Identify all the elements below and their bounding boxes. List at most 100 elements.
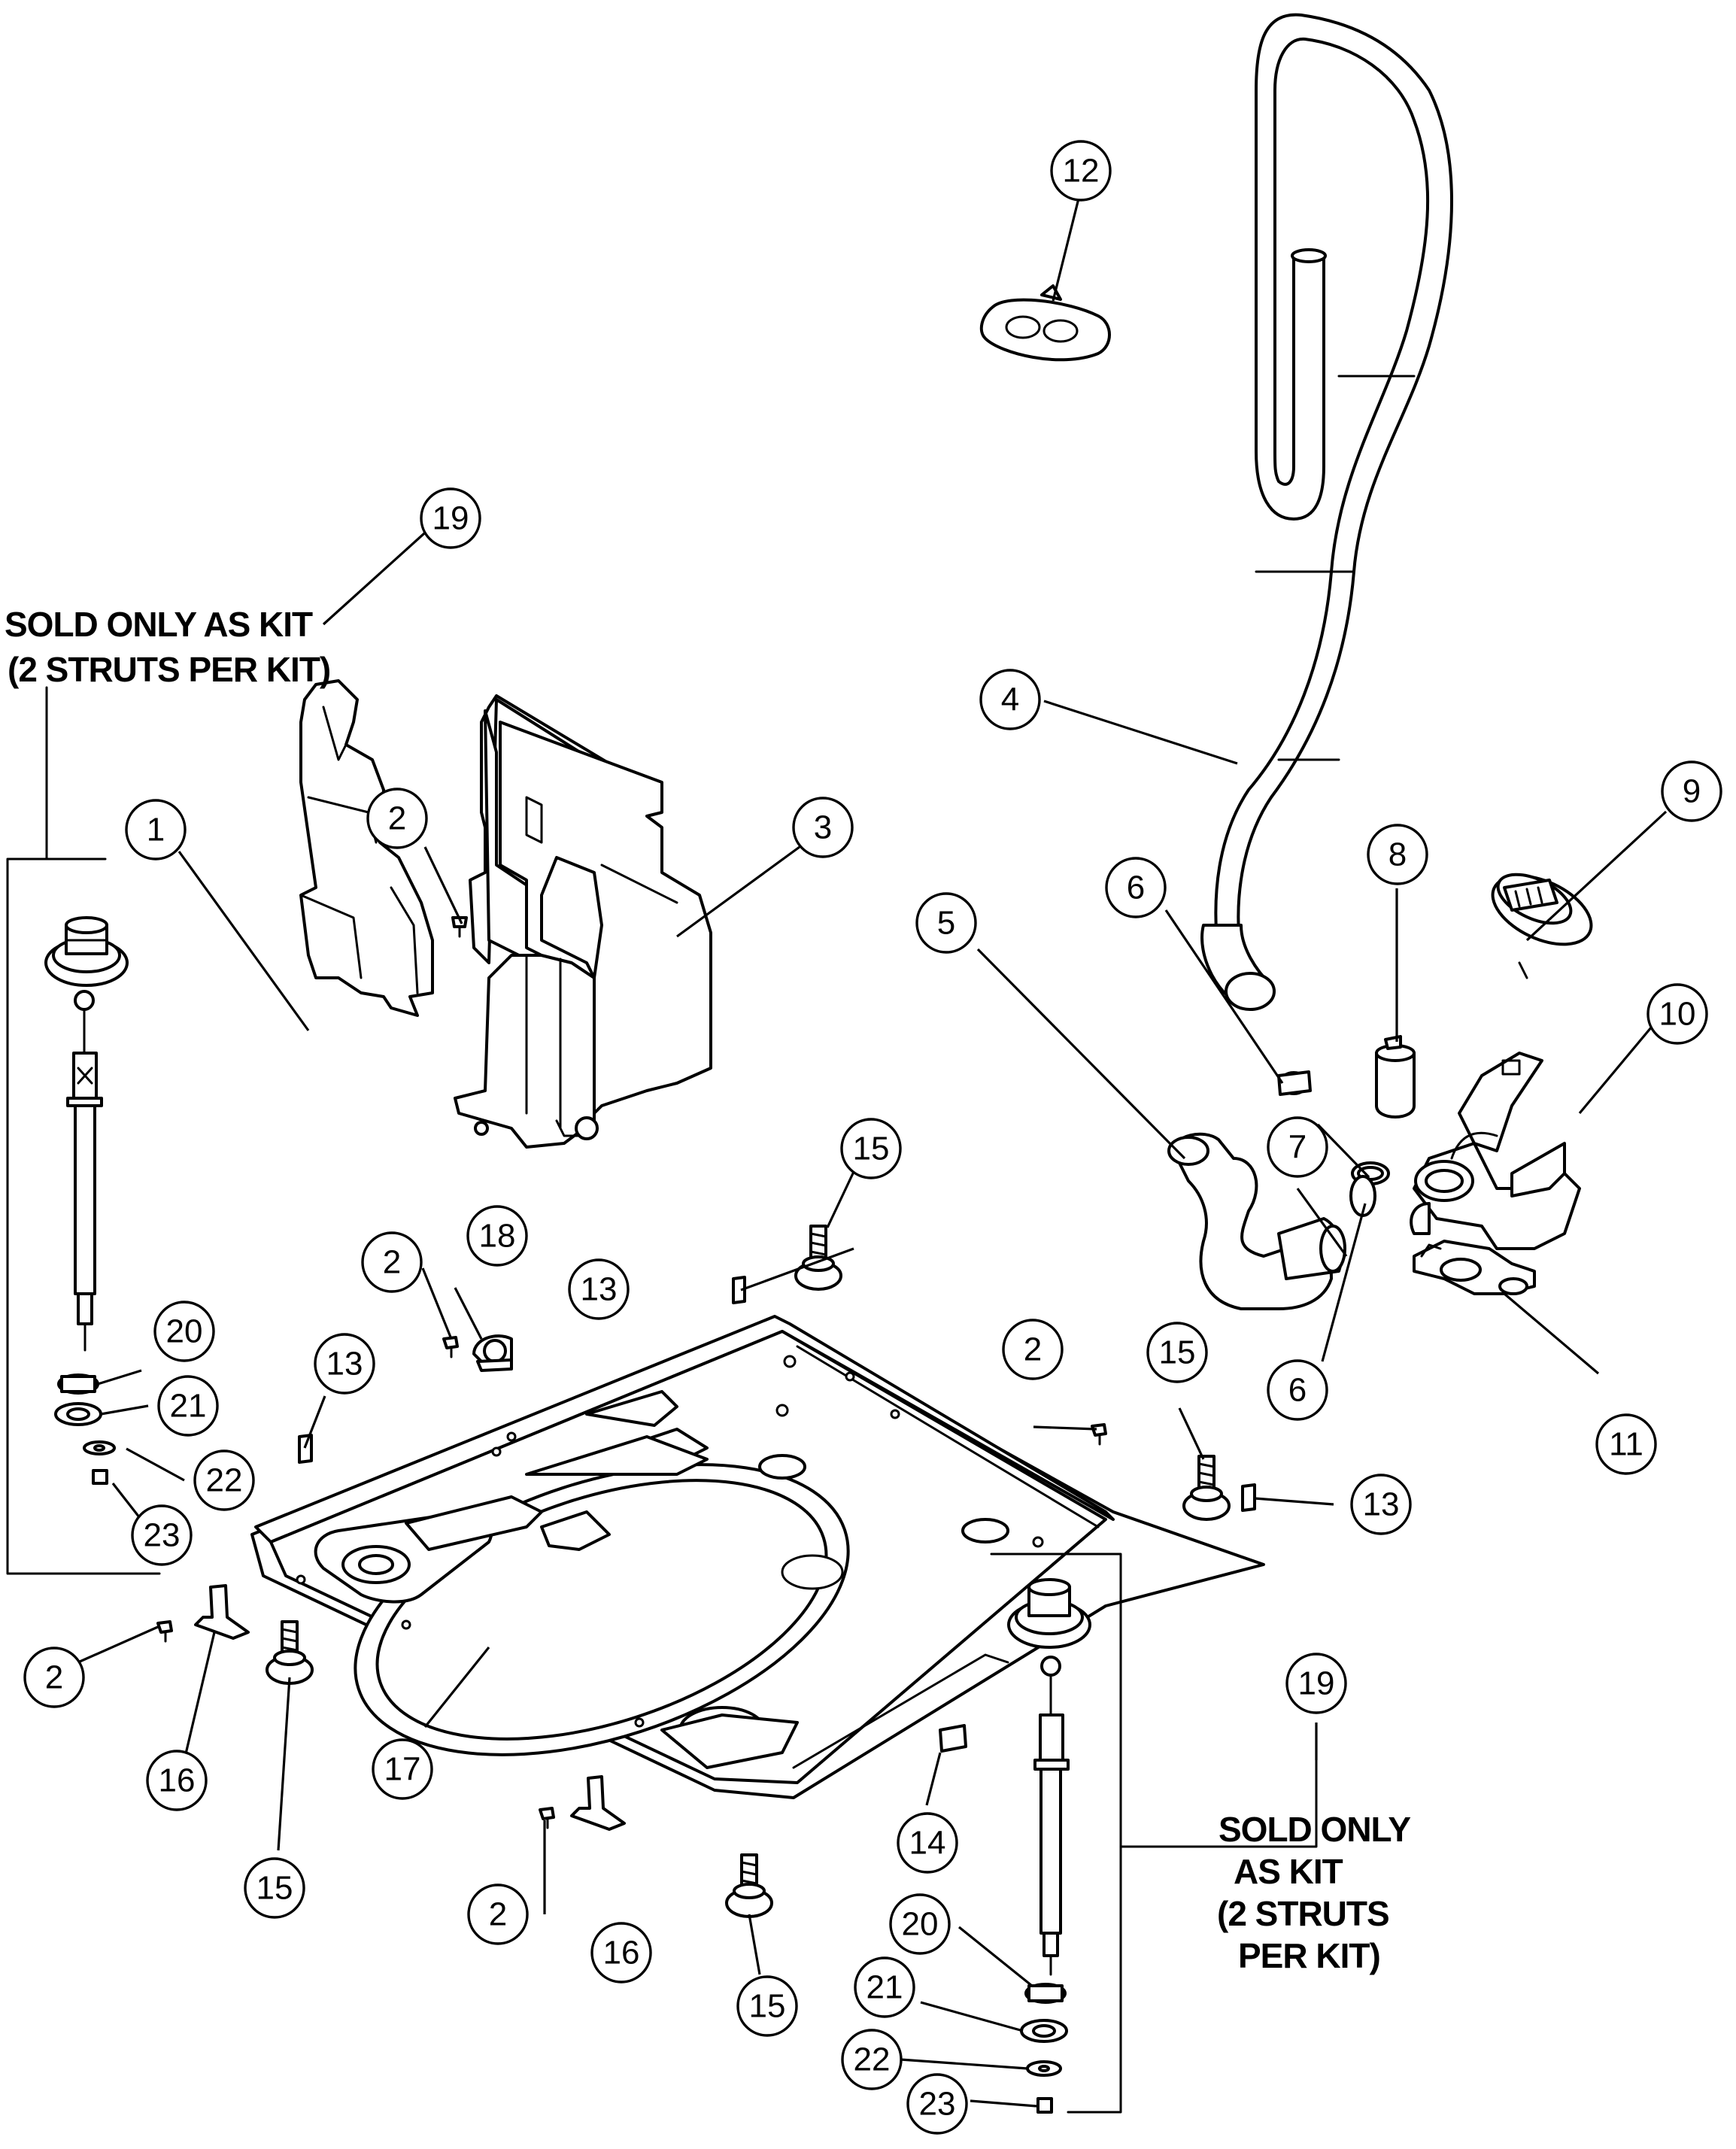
leveling-legs [266,1225,1231,1918]
svg-text:18: 18 [479,1218,516,1255]
svg-text:15: 15 [853,1131,890,1167]
kit-note-left: SOLD ONLY AS KIT (2 STRUTS PER KIT) [5,605,331,689]
svg-text:2: 2 [489,1896,507,1933]
svg-text:22: 22 [206,1462,243,1499]
callout-5: 5 [915,892,977,954]
callout-1: 1 [125,799,187,861]
callout-10: 10 [1646,983,1708,1045]
callout-11: 11 [1595,1413,1657,1475]
svg-text:12: 12 [1063,153,1100,190]
callouts: 1 2 3 4 5 6 6 7 8 9 10 11 12 13 13 13 14… [23,140,1722,2135]
callout-14: 14 [897,1812,958,1874]
svg-text:16: 16 [603,1935,640,1971]
svg-text:17: 17 [384,1751,421,1788]
svg-text:15: 15 [256,1870,293,1907]
svg-text:22: 22 [854,2041,891,2078]
kit-note-right-line1: SOLD ONLY [1219,1810,1410,1849]
svg-text:11: 11 [1609,1426,1643,1463]
svg-text:2: 2 [1024,1331,1042,1368]
callout-15a: 15 [840,1118,902,1179]
kit-note-left-line1: SOLD ONLY AS KIT [5,605,313,644]
callout-20a: 20 [153,1301,215,1362]
svg-text:3: 3 [814,809,832,846]
callout-2c: 2 [1002,1319,1064,1380]
kit-bracket-right [990,1553,1318,2114]
svg-text:6: 6 [1288,1372,1307,1409]
svg-text:7: 7 [1288,1129,1307,1166]
callout-6b: 6 [1267,1359,1328,1421]
svg-text:2: 2 [383,1244,401,1281]
callout-2e: 2 [467,1883,529,1945]
svg-text:8: 8 [1388,836,1407,873]
corner-brackets [194,1584,626,1831]
callout-17: 17 [372,1738,433,1800]
callout-20b: 20 [889,1893,951,1955]
svg-text:10: 10 [1659,996,1696,1033]
callout-22b: 22 [841,2029,903,2090]
callout-16b: 16 [590,1922,652,1984]
callout-2d: 2 [23,1647,85,1708]
left-bracket [299,679,434,1017]
callout-2: 2 [366,788,428,849]
svg-text:20: 20 [902,1906,939,1943]
leader-lines [79,186,1668,2108]
drain-hose [1200,13,1453,1011]
kit-note-right-line3: (2 STRUTS [1217,1894,1389,1933]
callout-12: 12 [1050,140,1112,202]
svg-text:9: 9 [1683,773,1701,810]
callout-3: 3 [792,797,854,858]
kit-note-right: SOLD ONLY AS KIT (2 STRUTS PER KIT) [1217,1810,1411,1975]
kit-note-right-line4: PER KIT) [1238,1936,1380,1975]
callout-23a: 23 [131,1504,193,1566]
suspension-strut-right [1007,1578,1091,2114]
control-housing [454,694,712,1149]
svg-text:13: 13 [1363,1486,1400,1523]
svg-text:13: 13 [326,1346,363,1383]
callout-15c: 15 [244,1857,305,1919]
callout-15b: 15 [1146,1322,1208,1383]
svg-text:19: 19 [432,500,469,537]
svg-text:16: 16 [159,1762,196,1799]
svg-text:23: 23 [919,2086,956,2123]
svg-text:15: 15 [749,1988,786,2025]
callout-13c: 13 [1350,1474,1412,1535]
callout-13b: 13 [314,1333,375,1395]
svg-text:2: 2 [45,1659,63,1696]
callout-18: 18 [466,1205,528,1267]
pump-bracket [1413,1240,1536,1295]
svg-text:5: 5 [937,905,955,942]
svg-text:2: 2 [388,800,406,837]
clips [298,1276,1256,1512]
callout-21b: 21 [854,1956,915,2018]
base-frame [250,1315,1265,1799]
hose-clamps [1277,1070,1390,1217]
callout-19a: 19 [420,487,481,549]
callout-15d: 15 [736,1975,798,2037]
callout-9: 9 [1661,760,1722,822]
callout-21a: 21 [157,1375,219,1437]
svg-text:21: 21 [866,1969,903,2006]
cable-clamp [472,1334,513,1372]
svg-text:19: 19 [1298,1665,1335,1702]
svg-text:1: 1 [147,812,165,848]
svg-text:13: 13 [581,1271,618,1308]
pump-hose [1167,1132,1346,1310]
callout-16a: 16 [146,1750,208,1811]
kit-note-right-line2: AS KIT [1234,1852,1343,1891]
hose-retainer [979,284,1111,362]
callout-8: 8 [1367,824,1428,885]
svg-text:21: 21 [170,1388,207,1425]
svg-text:23: 23 [144,1517,181,1554]
suspension-strut-left [44,916,129,1485]
svg-text:6: 6 [1127,870,1145,906]
kit-note-left-line2: (2 STRUTS PER KIT) [8,650,330,689]
callout-19b: 19 [1285,1653,1347,1714]
callout-23b: 23 [906,2073,968,2135]
callout-2b: 2 [361,1231,423,1293]
pressure-cap [1375,1035,1416,1119]
kit-bracket-left [6,686,161,1575]
callout-4: 4 [979,669,1041,730]
callout-13a: 13 [568,1258,630,1320]
drain-pump [1410,1052,1581,1250]
